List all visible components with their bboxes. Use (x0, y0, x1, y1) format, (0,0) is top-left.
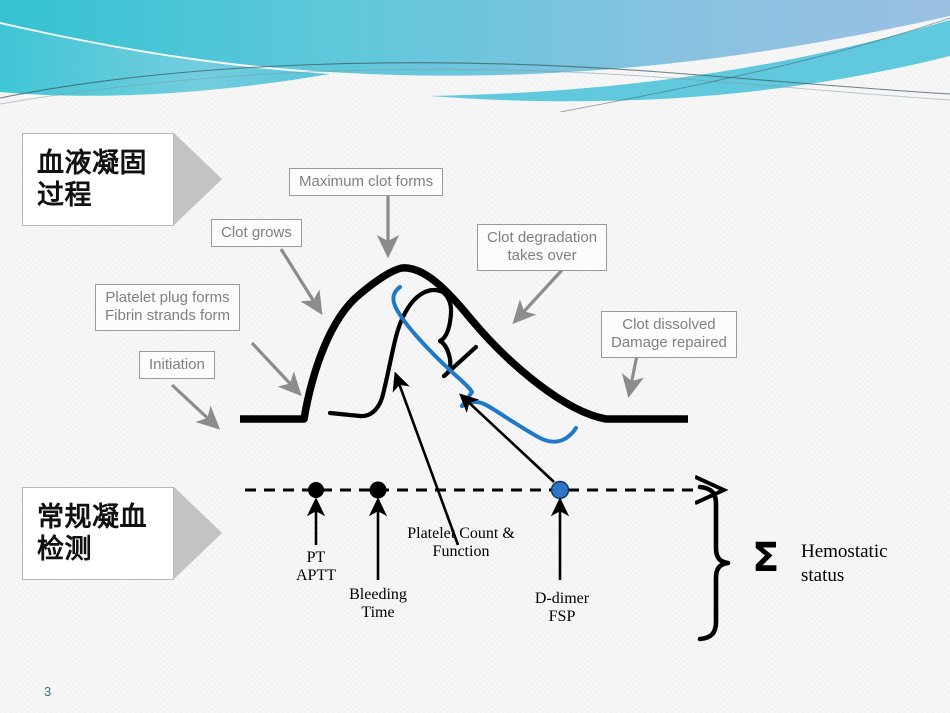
dot-pt-aptt (308, 482, 324, 498)
page-number: 3 (44, 684, 52, 699)
arrow-d-dimer-link (459, 393, 555, 483)
timeline-label-d-dimer-fsp: D-dimer FSP (535, 590, 589, 626)
arrow-clot-degradation (512, 268, 564, 325)
dot-bleeding-time (369, 481, 387, 499)
timeline-label-pt-aptt: PT APTT (296, 549, 336, 585)
chip-line-1: 血液凝固 (37, 148, 147, 180)
summary-line-1: Hemostatic (801, 541, 888, 562)
callout-line-1: Clot degradation (487, 229, 598, 246)
chip-line-2: 检测 (37, 533, 92, 565)
header-hairline-3 (559, 17, 950, 112)
callout-clot-grows: Clot grows (211, 219, 302, 248)
label-line-1: D-dimer (534, 590, 590, 607)
callout-line-2: Fibrin strands form (105, 307, 231, 325)
timeline-label-platelet-count: Platelet Count & Function (407, 525, 515, 561)
timeline-link-arrows (392, 371, 555, 546)
summary-brace (697, 484, 731, 642)
section-chip-coagulation-process: 血液凝固 过程 (22, 133, 174, 226)
callout-platelet-plug-forms: Platelet plug forms Fibrin strands form (95, 284, 241, 331)
arrow-platelet-plug (250, 341, 302, 397)
chip-line-1: 常规凝血 (37, 502, 147, 534)
callout-line-1: Platelet plug forms (105, 289, 230, 306)
callout-line-2: takes over (507, 247, 577, 265)
clot-curve (240, 264, 688, 423)
callout-clot-degradation: Clot degradation takes over (477, 224, 608, 271)
callout-line-1: Clot dissolved (622, 316, 716, 333)
timeline-markers (308, 480, 570, 500)
callout-initiation: Initiation (139, 351, 215, 380)
arrow-clot-dissolved (621, 354, 644, 399)
timeline-pointer-arrows (306, 497, 570, 580)
callout-clot-dissolved: Clot dissolved Damage repaired (601, 311, 737, 358)
chip-line-2: 过程 (37, 179, 92, 211)
label-line-2: FSP (548, 607, 576, 625)
header-wave-top (0, 0, 950, 76)
label-line-1: Bleeding (349, 586, 407, 603)
summary-label: Hemostatic status (801, 540, 888, 588)
label-line-2: APTT (296, 566, 336, 584)
callout-arrows (170, 195, 644, 430)
arrow-clot-grows (279, 248, 323, 316)
callout-maximum-clot-forms: Maximum clot forms (289, 168, 444, 197)
dot-d-dimer (550, 480, 570, 500)
header-hairline-1 (0, 62, 950, 99)
header-wave-banner (0, 0, 950, 112)
label-line-2: Time (361, 603, 395, 621)
section-chip-routine-testing: 常规凝血 检测 (22, 487, 174, 580)
arrow-initiation (170, 383, 221, 430)
callout-line-1: Maximum clot forms (299, 173, 434, 190)
callout-line-1: Initiation (149, 356, 205, 373)
summary-line-2: status (801, 564, 845, 586)
header-hairline-2 (0, 68, 950, 105)
header-wave-left-lobe (0, 24, 330, 96)
callout-line-2: Damage repaired (611, 334, 727, 352)
section-chip-arrowhead-2 (174, 487, 222, 579)
section-chip-arrowhead-1 (174, 133, 222, 225)
sigma-symbol: Σ (752, 535, 780, 581)
label-line-1: PT (306, 549, 326, 566)
label-line-2: Function (432, 542, 490, 560)
arrow-platelet-count-link (392, 371, 460, 546)
timeline-label-bleeding-time: Bleeding Time (349, 586, 407, 622)
callout-line-1: Clot grows (221, 224, 292, 241)
label-line-1: Platelet Count & (407, 525, 515, 542)
header-wave-right-band (430, 20, 950, 102)
